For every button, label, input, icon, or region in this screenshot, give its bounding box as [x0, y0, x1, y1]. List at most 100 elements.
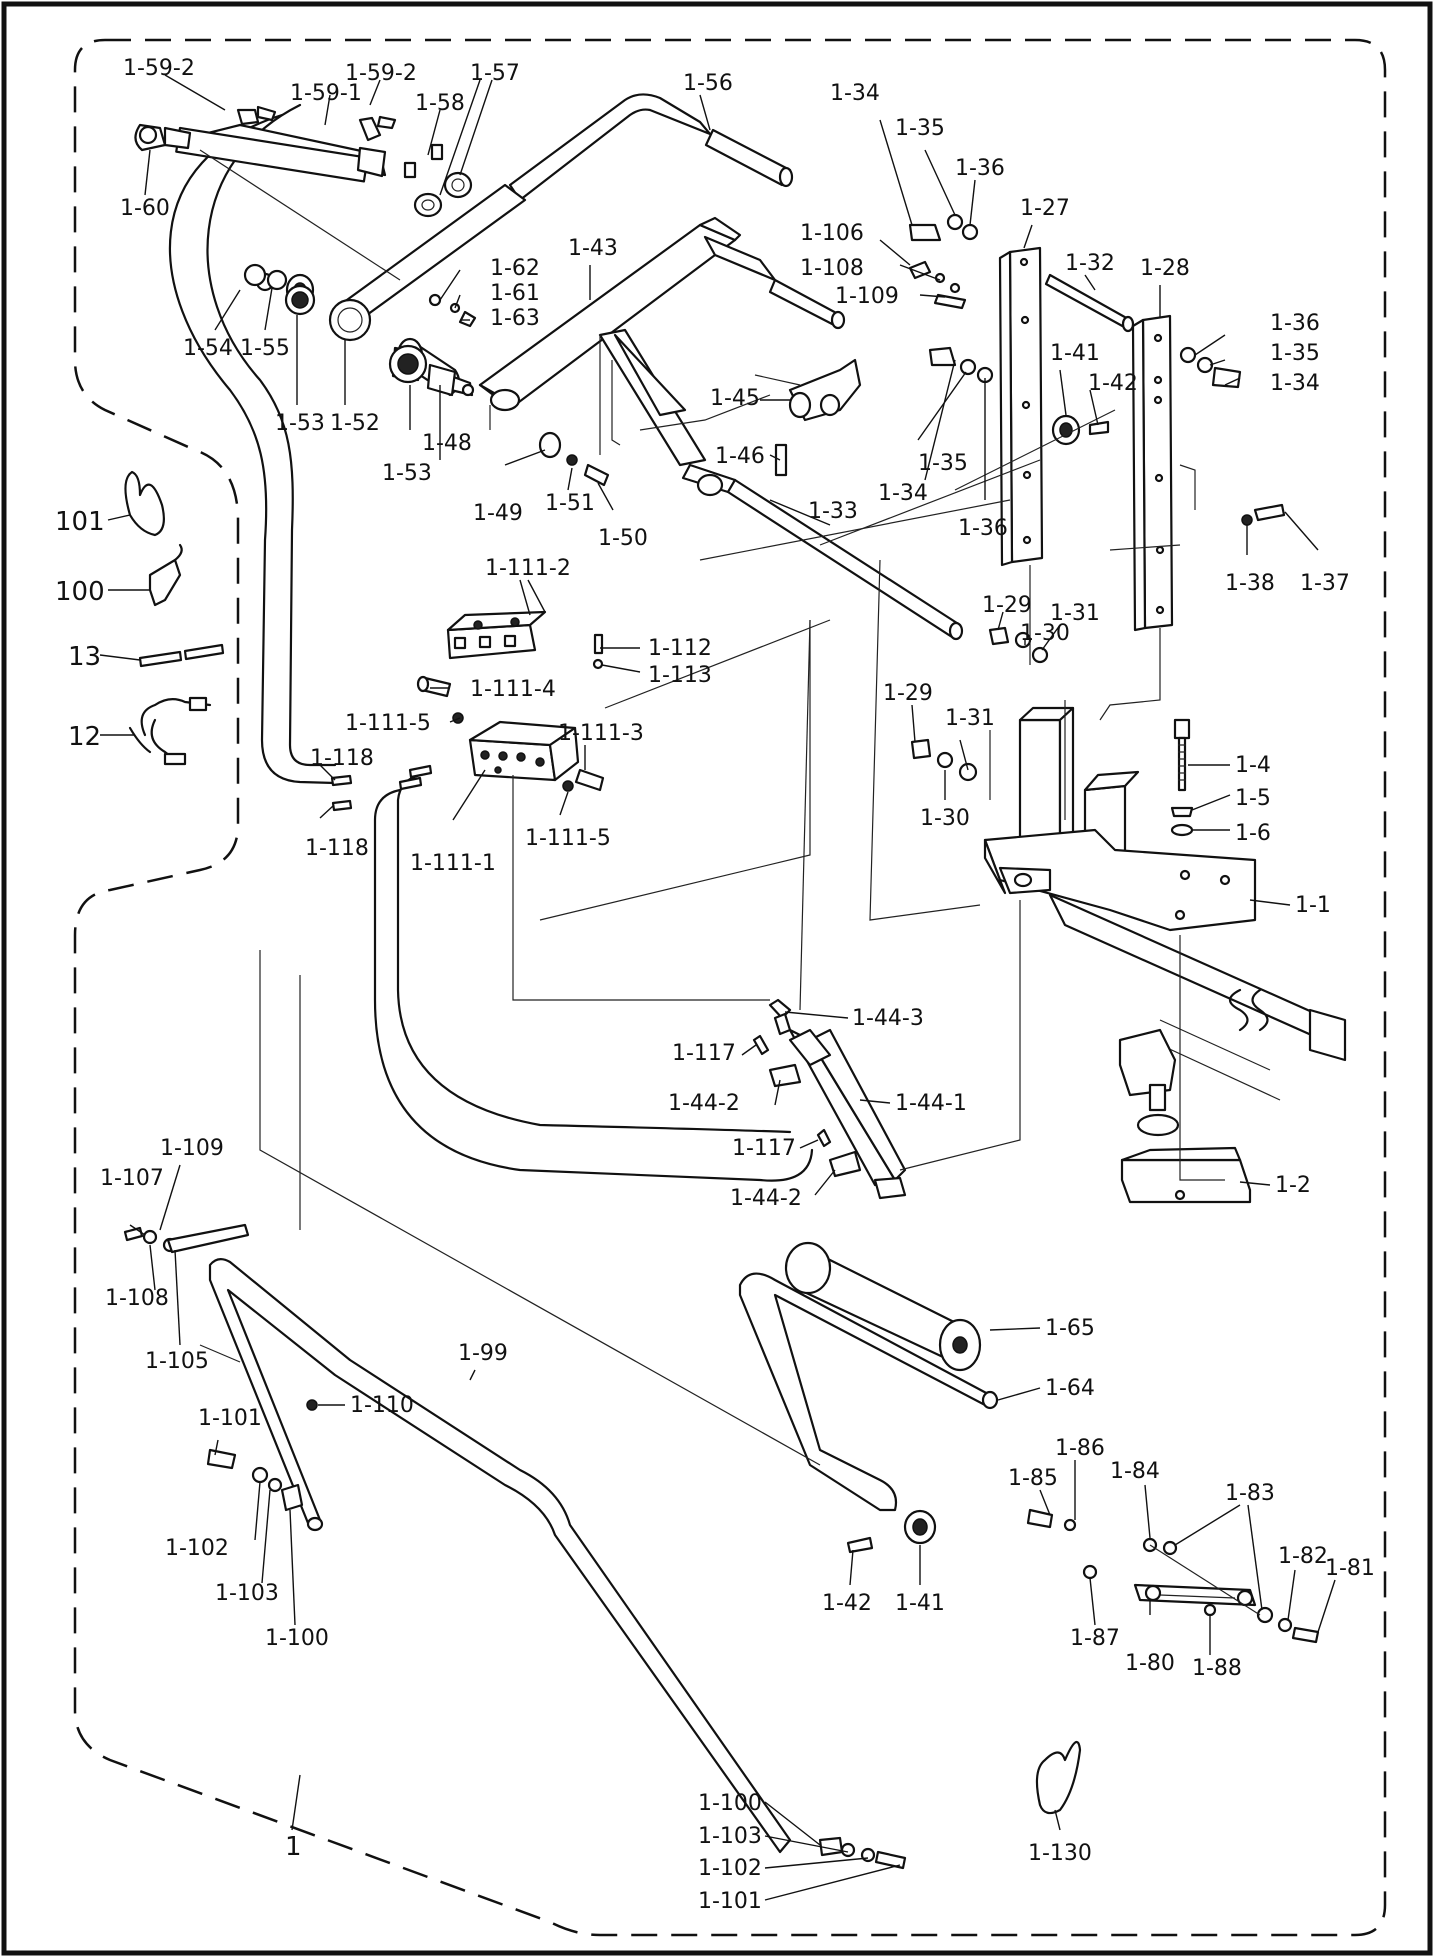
pedal-1-64 [738, 1272, 999, 1554]
label-1-57: 1-57 [470, 61, 520, 86]
label-1-100-b: 1-100 [698, 1791, 762, 1816]
label-1-85: 1-85 [1008, 1466, 1058, 1491]
plate-1-27 [998, 246, 1044, 567]
label-1-44-3: 1-44-3 [852, 1006, 924, 1031]
label-1-41-b: 1-41 [895, 1591, 945, 1616]
label-1-102-b: 1-102 [698, 1856, 762, 1881]
base-plate-1-1 [983, 828, 1347, 1101]
label-1-55: 1-55 [240, 336, 290, 361]
label-1-109-b: 1-109 [160, 1136, 224, 1161]
label-1-64: 1-64 [1045, 1376, 1095, 1401]
rod-1-32 [1044, 273, 1135, 333]
label-1-61: 1-61 [490, 281, 540, 306]
label-1-44-2-a: 1-44-2 [668, 1091, 740, 1116]
label-1-103-b: 1-103 [698, 1824, 762, 1849]
label-1-4: 1-4 [1235, 753, 1271, 778]
screws-1-34-35-36 [908, 213, 1286, 526]
label-1-113: 1-113 [648, 663, 712, 688]
hose-left-outer [168, 113, 337, 785]
label-1-108-a: 1-108 [800, 256, 864, 281]
label-1-99: 1-99 [458, 1341, 508, 1366]
label-1-84: 1-84 [1110, 1459, 1160, 1484]
label-13: 13 [68, 642, 101, 672]
label-1-103-a: 1-103 [215, 1581, 279, 1606]
bolt-1-4 [1170, 718, 1194, 837]
label-1-31-a: 1-31 [1050, 601, 1100, 626]
label-101: 101 [55, 507, 105, 537]
label-1-34-c: 1-34 [878, 481, 928, 506]
bracket-1-45 [639, 358, 862, 477]
label-1-58: 1-58 [415, 91, 465, 116]
label-1-38: 1-38 [1225, 571, 1275, 596]
label-1-2: 1-2 [1275, 1173, 1311, 1198]
label-1-35-a: 1-35 [895, 116, 945, 141]
label-1-62: 1-62 [490, 256, 540, 281]
label-1-111-1: 1-111-1 [410, 851, 496, 876]
label-1-53-b: 1-53 [382, 461, 432, 486]
label-1-1: 1-1 [1295, 893, 1331, 918]
label-1-87: 1-87 [1070, 1626, 1120, 1651]
label-1-107: 1-107 [100, 1166, 164, 1191]
foot-1-2 [1118, 1028, 1252, 1204]
label-1-37: 1-37 [1300, 571, 1350, 596]
valve-manifold-1-111-1 [416, 633, 605, 792]
label-1-29-a: 1-29 [982, 593, 1032, 618]
hose-cyl-top [373, 788, 814, 1182]
bearing-set-1-52-1-55 [243, 263, 457, 397]
label-1-105: 1-105 [145, 1349, 209, 1374]
label-1-111-4: 1-111-4 [470, 677, 556, 702]
pedal-roller-1-65 [784, 1241, 982, 1372]
label-100: 100 [55, 577, 105, 607]
label-1-44-1: 1-44-1 [895, 1091, 967, 1116]
label-1-59-2-b: 1-59-2 [345, 61, 417, 86]
label-1-53-a: 1-53 [275, 411, 325, 436]
label-1-109-a: 1-109 [835, 284, 899, 309]
link-1-105 [123, 1223, 250, 1254]
bracket-100 [148, 543, 183, 607]
arm-1-43 [478, 216, 846, 497]
pedal-frame-1-99 [208, 1258, 907, 1870]
clip-1-130 [1035, 1740, 1082, 1815]
label-1-118-a: 1-118 [310, 746, 374, 771]
label-1-30-a: 1-30 [1020, 621, 1070, 646]
label-1-42-a: 1-42 [1088, 371, 1138, 396]
hose-cyl-mid [396, 773, 792, 1134]
label-1-106: 1-106 [800, 221, 864, 246]
label-1-52: 1-52 [330, 411, 380, 436]
label-1-111-5-b: 1-111-5 [525, 826, 611, 851]
washer-1-49 [538, 431, 610, 487]
label-1-117-b: 1-117 [732, 1136, 796, 1161]
label-1-50: 1-50 [598, 526, 648, 551]
assembly-lines [199, 149, 1261, 1616]
label-1-65: 1-65 [1045, 1316, 1095, 1341]
label-1-118-b: 1-118 [305, 836, 369, 861]
label-1-44-2-b: 1-44-2 [730, 1186, 802, 1211]
label-1-54: 1-54 [183, 336, 233, 361]
label-1-41-a: 1-41 [1050, 341, 1100, 366]
label-1-33: 1-33 [808, 499, 858, 524]
label-1-112: 1-112 [648, 636, 712, 661]
plate-1-28 [1131, 314, 1174, 632]
label-1-111-5-a: 1-111-5 [345, 711, 431, 736]
label-1-29-b: 1-29 [883, 681, 933, 706]
label-12: 12 [68, 722, 101, 752]
label-1-36-b: 1-36 [1270, 311, 1320, 336]
label-1: 1 [285, 1832, 302, 1862]
label-1-88: 1-88 [1192, 1656, 1242, 1681]
label-1-108-b: 1-108 [105, 1286, 169, 1311]
leader-lines [99, 74, 1336, 1901]
label-1-34-b: 1-34 [1270, 371, 1320, 396]
label-1-35-b: 1-35 [1270, 341, 1320, 366]
label-1-48: 1-48 [422, 431, 472, 456]
label-1-5: 1-5 [1235, 786, 1271, 811]
label-1-46: 1-46 [715, 444, 765, 469]
label-1-36-c: 1-36 [958, 516, 1008, 541]
label-1-30-b: 1-30 [920, 806, 970, 831]
label-1-59-1: 1-59-1 [290, 81, 362, 106]
label-1-101-b: 1-101 [698, 1889, 762, 1914]
label-1-111-2: 1-111-2 [485, 556, 571, 581]
label-1-86: 1-86 [1055, 1436, 1105, 1461]
label-1-36-a: 1-36 [955, 156, 1005, 181]
label-1-56: 1-56 [683, 71, 733, 96]
